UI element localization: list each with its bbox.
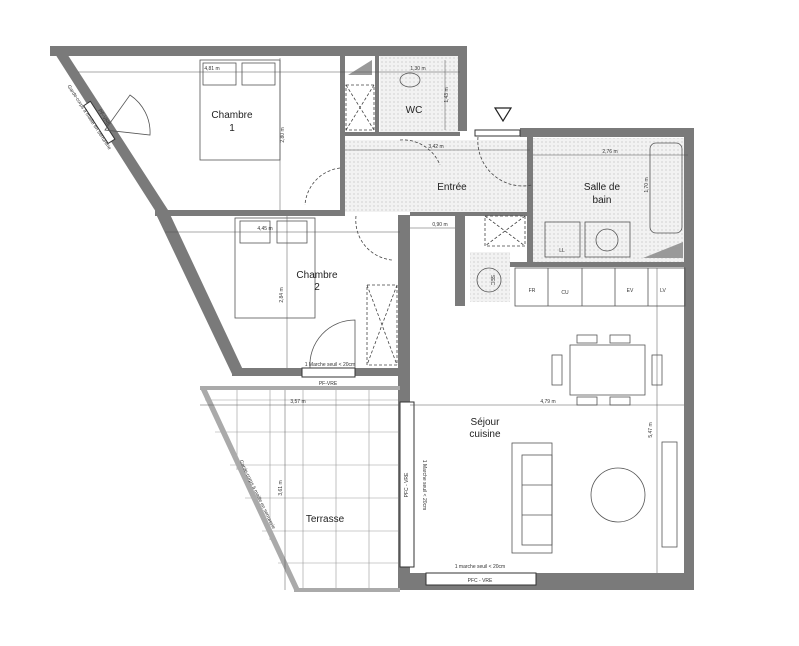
sejour-side-window-label: PFC - VRE (404, 472, 410, 497)
chambre1-depth: 2,80 m (280, 127, 286, 142)
entrance-marker-icon (493, 107, 513, 123)
chambre1-door-swing (304, 167, 341, 206)
chambre2-width: 4,45 m (257, 226, 272, 232)
dimension-lines (78, 58, 688, 590)
tv-unit (661, 441, 678, 548)
wc-label: WC (406, 105, 423, 116)
toilet-icon (399, 72, 421, 88)
washing-machine-icon (544, 221, 581, 258)
entree-passage: 0,90 m (432, 222, 447, 228)
kitchen-counter (514, 267, 686, 307)
water-heater-icon (476, 267, 502, 293)
sejour-width: 4,79 m (540, 399, 555, 405)
sejour-depth: 5,47 m (648, 422, 654, 437)
chambre1-width: 4,81 m (204, 66, 219, 72)
closet-sec-label: SEC (489, 275, 495, 286)
bathroom-floor (533, 138, 688, 266)
sink-icon (595, 228, 619, 252)
dining-table (551, 334, 663, 406)
wc-depth: 1,43 m (444, 87, 450, 102)
chambre2-number: 2 (314, 282, 320, 293)
chambre2-step-note: 1 Marche seuil < 20cm (305, 362, 355, 368)
closets (345, 84, 526, 366)
entree-floor (345, 140, 530, 212)
sejour-side-step-note: 1 Marche seuil < 20cm (421, 460, 427, 510)
entrance-door-swing (477, 136, 533, 187)
kitchen-unit-fr: FR (529, 288, 536, 294)
chambre2-window-label: PF-VRE (319, 381, 338, 387)
shower-tray-icon (643, 242, 683, 258)
entree-label: Entrée (437, 182, 467, 193)
terrace-tiles (205, 390, 400, 590)
chambre1-window-swing (104, 94, 151, 136)
sejour-side-window (399, 401, 415, 568)
chambre1-window (82, 100, 116, 145)
chambre2-door-swing (355, 215, 393, 261)
bathtub-icon (649, 142, 683, 234)
sejour-bottom-window (425, 572, 537, 586)
kitchen-unit-cu: CU (561, 290, 569, 296)
terrasse-label: Terrasse (306, 514, 345, 525)
sejour-bottom-step-note: 1 marche seuil < 20cm (455, 564, 505, 570)
closet-floor (470, 252, 510, 302)
kitchen-unit-ev: EV (627, 288, 634, 294)
bed-chambre2 (234, 217, 316, 319)
sejour-label-1: Séjour (471, 417, 501, 428)
bathroom-depth: 1,70 m (644, 177, 650, 192)
entree-width: 3,42 m (428, 144, 443, 150)
wc-width: 1,30 m (410, 66, 425, 72)
walls (50, 46, 694, 592)
kitchen-unit-lv: LV (660, 288, 666, 294)
bathroom-width: 2,76 m (602, 149, 617, 155)
entree-door-swing (399, 139, 441, 166)
sejour-bottom-window-label: PFC - VRE (468, 578, 493, 584)
bathroom-label-2: bain (593, 195, 612, 206)
fixture-ll: LL (559, 248, 565, 254)
chambre2-window (301, 367, 356, 378)
chambre2-label: Chambre (296, 270, 338, 281)
coffee-table (590, 467, 646, 523)
sejour-label-2: cuisine (469, 429, 501, 440)
terrasse-railing-note: Garde-corps à maille en serrurerie (238, 459, 277, 530)
wc-floor (380, 55, 460, 135)
sofa (511, 442, 553, 554)
terrasse-depth: 3,61 m (278, 480, 284, 495)
shower-tray-icon (348, 60, 372, 75)
chambre1-number: 1 (229, 123, 235, 134)
entrance-door (474, 129, 521, 137)
chambre2-depth: 2,84 m (279, 287, 285, 302)
bathroom-label-1: Salle de (584, 182, 621, 193)
terrasse-width: 3,57 m (290, 399, 305, 405)
chambre2-balcony-door (309, 319, 356, 369)
chambre1-label: Chambre (211, 110, 253, 121)
washbasin-cabinet (584, 221, 631, 258)
